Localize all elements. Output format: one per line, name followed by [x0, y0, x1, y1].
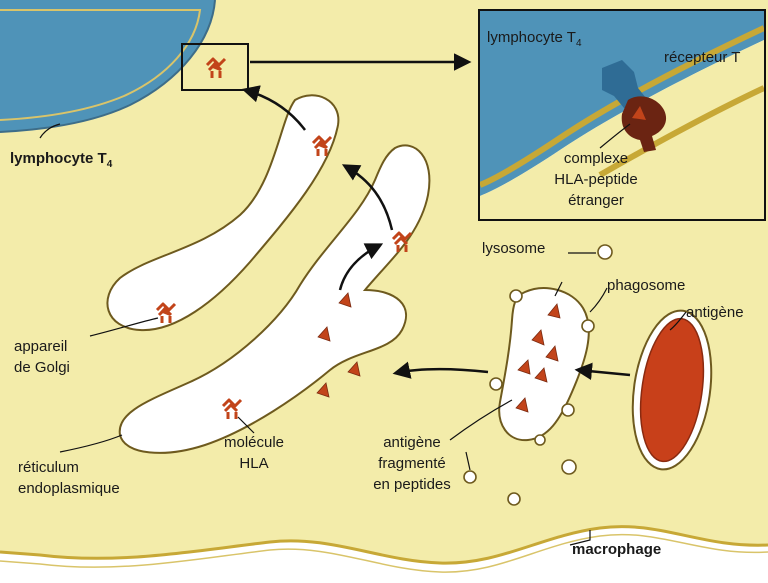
- label-hla-line1: molécule: [224, 434, 284, 451]
- label-golgi-line2: de Golgi: [14, 359, 70, 376]
- label-receptor-inset: récepteur T: [664, 49, 740, 66]
- label-golgi-line1: appareil: [14, 338, 67, 355]
- label-phagosome: phagosome: [607, 277, 685, 294]
- label-hla-line2: HLA: [239, 455, 268, 472]
- label-complex-line1: complexe: [564, 150, 628, 167]
- label-complex-line3: étranger: [568, 192, 624, 209]
- label-fragmented-line3: en peptides: [373, 476, 451, 493]
- label-reticulum-line2: endoplasmique: [18, 480, 120, 497]
- label-reticulum-line1: réticulum: [18, 459, 79, 476]
- label-lysosome: lysosome: [482, 240, 545, 257]
- label-complex-line2: HLA-peptide: [554, 171, 637, 188]
- label-fragmented-line2: fragmenté: [378, 455, 446, 472]
- label-fragmented-line1: antigène: [383, 434, 441, 451]
- label-antigen: antigène: [686, 304, 744, 321]
- label-macrophage: macrophage: [572, 541, 661, 558]
